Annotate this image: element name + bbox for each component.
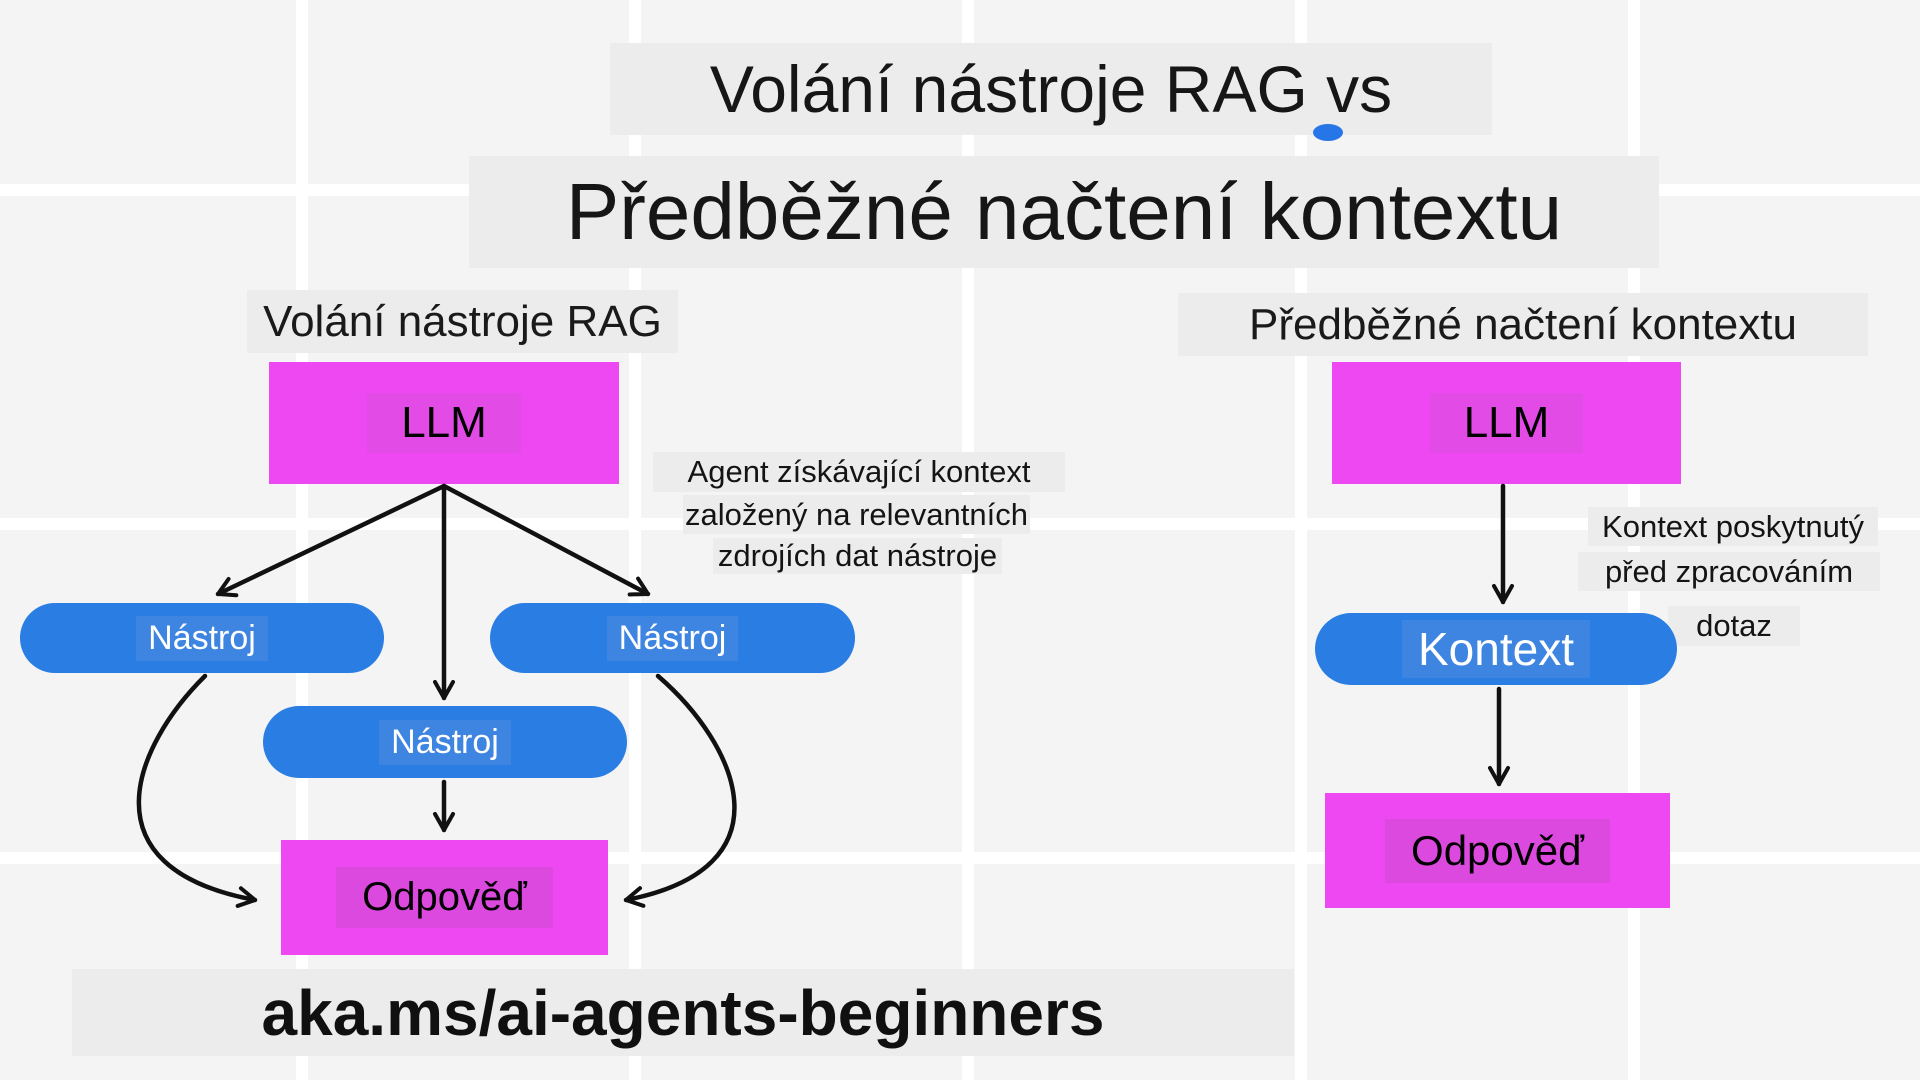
- tool-pill-right[interactable]: Nástroj: [490, 603, 855, 673]
- arrow-llm-to-tool-right: [441, 483, 651, 597]
- right-answer-label: Odpověď: [1385, 818, 1610, 883]
- arrow-tool-left-to-answer: [136, 673, 258, 908]
- arrow-tool-right-to-answer: [623, 673, 737, 908]
- main-title-line1[interactable]: Volání nástroje RAG vs: [610, 43, 1492, 135]
- blue-accent-mark: [1313, 124, 1343, 141]
- tool-pill-left[interactable]: Nástroj: [20, 603, 384, 673]
- left-annotation-line3[interactable]: zdrojích dat nástroje: [713, 538, 1002, 574]
- left-answer-label: Odpověď: [336, 867, 553, 928]
- arrow-llm-to-tool-left: [215, 483, 447, 598]
- right-llm-box[interactable]: LLM: [1332, 362, 1681, 484]
- right-annotation-line2[interactable]: před zpracováním: [1578, 552, 1880, 591]
- footer-link-text[interactable]: aka.ms/ai-agents-beginners: [72, 969, 1294, 1056]
- main-title-line2[interactable]: Předběžné načtení kontextu: [469, 156, 1659, 268]
- left-llm-box[interactable]: LLM: [269, 362, 619, 484]
- right-column-header[interactable]: Předběžné načtení kontextu: [1178, 293, 1868, 356]
- tool-pill-middle[interactable]: Nástroj: [263, 706, 627, 778]
- tool-pill-right-label: Nástroj: [606, 615, 739, 661]
- left-answer-box[interactable]: Odpověď: [281, 840, 608, 955]
- left-annotation-line1[interactable]: Agent získávající kontext: [653, 452, 1065, 492]
- tool-pill-middle-label: Nástroj: [379, 719, 511, 765]
- left-llm-label: LLM: [367, 393, 521, 453]
- left-annotation-line2[interactable]: založený na relevantních: [683, 495, 1030, 534]
- context-pill-label: Kontext: [1402, 620, 1590, 678]
- tool-pill-left-label: Nástroj: [136, 615, 268, 661]
- left-column-header[interactable]: Volání nástroje RAG: [247, 290, 678, 353]
- right-answer-box[interactable]: Odpověď: [1325, 793, 1670, 908]
- right-annotation-line1[interactable]: Kontext poskytnutý: [1588, 507, 1878, 546]
- right-llm-label: LLM: [1429, 393, 1584, 453]
- right-annotation-line3[interactable]: dotaz: [1668, 606, 1800, 646]
- context-pill[interactable]: Kontext: [1315, 613, 1677, 685]
